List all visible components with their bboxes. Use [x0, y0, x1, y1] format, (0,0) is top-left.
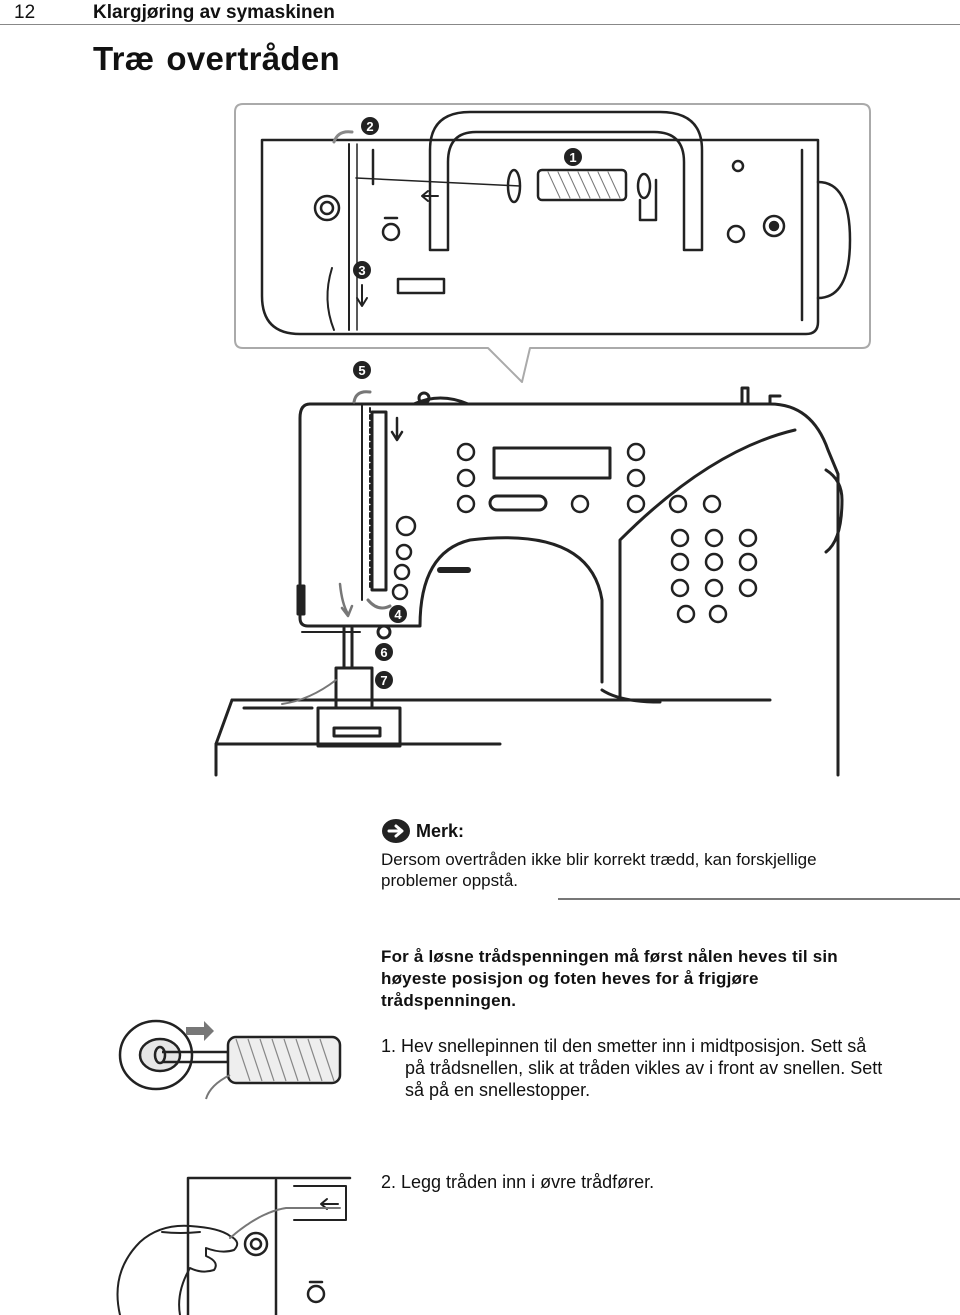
note-text-line-2: problemer oppstå.: [381, 871, 519, 890]
note-text-line-1: Dersom overtråden ikke blir korrekt træd…: [381, 850, 817, 869]
title-word-1: Træ: [93, 40, 155, 77]
page-number: 12: [14, 2, 36, 23]
step-marker-4: 4: [394, 607, 402, 622]
step-marker-5: 5: [358, 363, 365, 378]
intro-instruction: For å løsne trådspenningen må først nåle…: [381, 946, 941, 1012]
thread-guide-illustration: [116, 1176, 352, 1315]
step-2-instruction: 2. Legg tråden inn i øvre trådfører.: [381, 1171, 941, 1193]
intro-line-2: høyeste posisjon og foten heves for å fr…: [381, 969, 759, 988]
intro-line-3: trådspenningen.: [381, 991, 517, 1010]
step-1-instruction: 1. Hev snellepinnen til den smetter inn …: [381, 1035, 956, 1101]
step-marker-3: 3: [358, 263, 365, 278]
note-heading: Merk:: [416, 821, 465, 841]
arrow-right-circle-icon: [382, 819, 410, 843]
title-word-2: overtråden: [166, 40, 340, 77]
note-text: Dersom overtråden ikke blir korrekt træd…: [381, 849, 921, 891]
step-1-line-1: 1. Hev snellepinnen til den smetter inn …: [381, 1036, 867, 1056]
header-rule: [0, 24, 960, 25]
intro-line-1: For å løsne trådspenningen må først nåle…: [381, 947, 838, 966]
page-title: Træ overtråden: [93, 40, 340, 78]
step-1-line-3: så på en snellestopper.: [405, 1080, 591, 1100]
step-marker-2: 2: [366, 119, 373, 134]
step-marker-1: 1: [569, 150, 576, 165]
sewing-machine-illustration: 1 2 3 4 5 6 7: [214, 103, 871, 777]
running-header: Klargjøring av symaskinen: [93, 2, 335, 23]
step-1-line-2: på trådsnellen, slik at tråden vikles av…: [405, 1058, 883, 1078]
step-marker-6: 6: [380, 645, 387, 660]
step-marker-7: 7: [380, 673, 387, 688]
step-2-line-1: 2. Legg tråden inn i øvre trådfører.: [381, 1172, 655, 1192]
note-divider: [558, 898, 960, 900]
spool-pin-illustration: [118, 1019, 342, 1100]
